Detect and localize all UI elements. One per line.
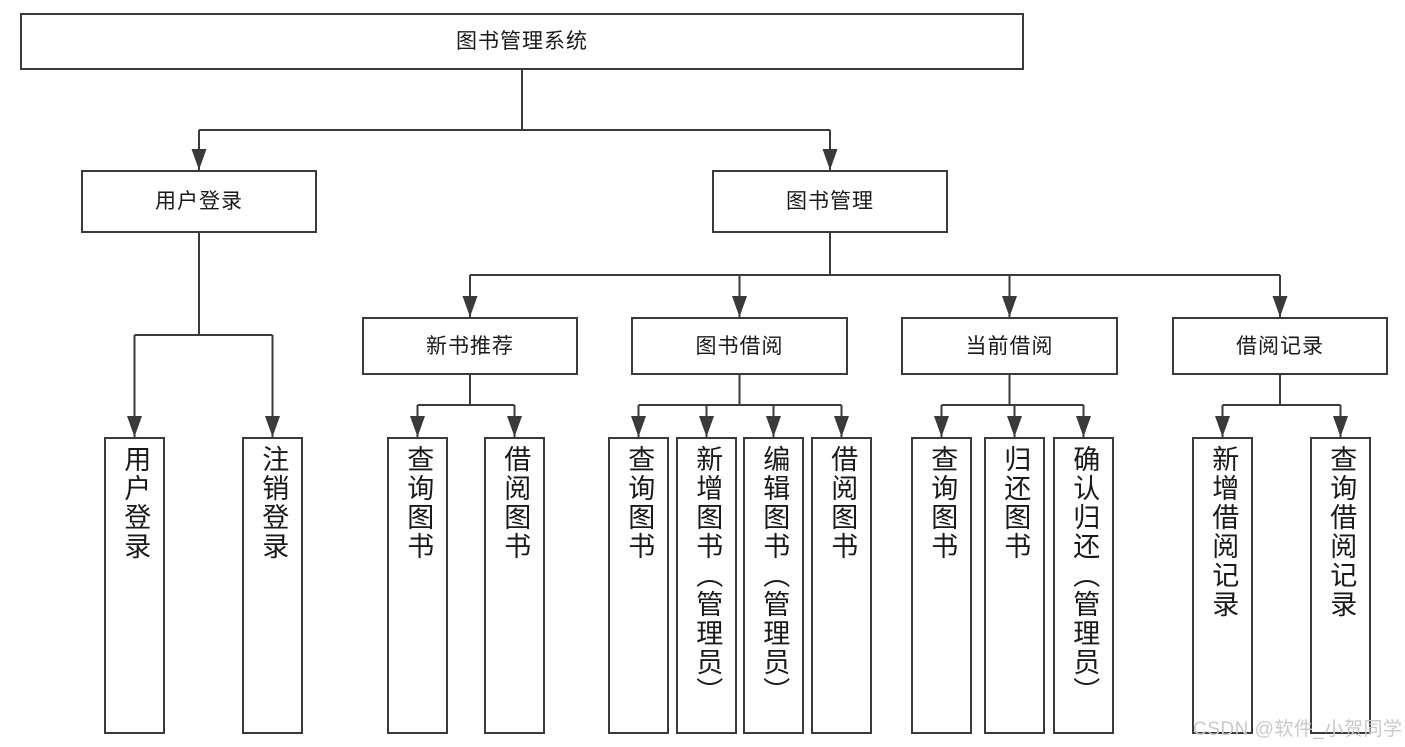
leaf-return-book[interactable]: 归还图书 xyxy=(984,437,1045,734)
leaf-add-book-label: 新增图书（管理员） xyxy=(692,445,723,706)
node-new-book-recommend-label: 新书推荐 xyxy=(426,334,514,358)
leaf-query-book-3[interactable]: 查询图书 xyxy=(911,437,972,734)
node-borrow-record[interactable]: 借阅记录 xyxy=(1172,317,1388,375)
leaf-borrow-book-2[interactable]: 借阅图书 xyxy=(811,437,872,734)
leaf-add-book[interactable]: 新增图书（管理员） xyxy=(676,437,737,734)
leaf-user-login-label: 用户登录 xyxy=(120,445,151,561)
leaf-query-book-2[interactable]: 查询图书 xyxy=(608,437,669,734)
leaf-add-record[interactable]: 新增借阅记录 xyxy=(1192,437,1253,734)
leaf-edit-book-label: 编辑图书（管理员） xyxy=(759,445,790,706)
node-book-borrow-label: 图书借阅 xyxy=(695,334,784,358)
node-user-login-label: 用户登录 xyxy=(155,190,243,213)
leaf-user-login[interactable]: 用户登录 xyxy=(104,437,165,734)
leaf-borrow-book-1[interactable]: 借阅图书 xyxy=(484,437,545,734)
node-new-book-recommend[interactable]: 新书推荐 xyxy=(362,317,578,375)
leaf-query-record[interactable]: 查询借阅记录 xyxy=(1310,437,1371,734)
leaf-logout[interactable]: 注销登录 xyxy=(242,437,303,734)
node-book-borrow[interactable]: 图书借阅 xyxy=(631,317,848,375)
leaf-query-book-2-label: 查询图书 xyxy=(624,445,655,561)
leaf-logout-label: 注销登录 xyxy=(258,445,289,561)
leaf-return-book-label: 归还图书 xyxy=(1000,445,1031,561)
leaf-query-book-1[interactable]: 查询图书 xyxy=(387,437,448,734)
leaf-borrow-book-1-label: 借阅图书 xyxy=(500,445,531,561)
node-current-borrow[interactable]: 当前借阅 xyxy=(901,317,1118,375)
leaf-confirm-return-label: 确认归还（管理员） xyxy=(1069,445,1100,706)
leaf-confirm-return[interactable]: 确认归还（管理员） xyxy=(1053,437,1114,734)
leaf-add-record-label: 新增借阅记录 xyxy=(1208,445,1239,619)
leaf-edit-book[interactable]: 编辑图书（管理员） xyxy=(743,437,804,734)
leaf-borrow-book-2-label: 借阅图书 xyxy=(827,445,858,561)
node-user-login[interactable]: 用户登录 xyxy=(81,170,317,233)
leaf-query-book-3-label: 查询图书 xyxy=(927,445,958,561)
leaf-query-record-label: 查询借阅记录 xyxy=(1326,445,1357,619)
node-current-borrow-label: 当前借阅 xyxy=(965,334,1054,358)
node-root-label: 图书管理系统 xyxy=(456,30,588,53)
node-book-manage[interactable]: 图书管理 xyxy=(712,170,948,233)
node-borrow-record-label: 借阅记录 xyxy=(1236,334,1324,358)
csdn-watermark: CSDN @软件_小贺同学 xyxy=(1193,719,1403,740)
node-root[interactable]: 图书管理系统 xyxy=(20,13,1024,70)
node-book-manage-label: 图书管理 xyxy=(786,190,874,213)
leaf-query-book-1-label: 查询图书 xyxy=(403,445,434,561)
